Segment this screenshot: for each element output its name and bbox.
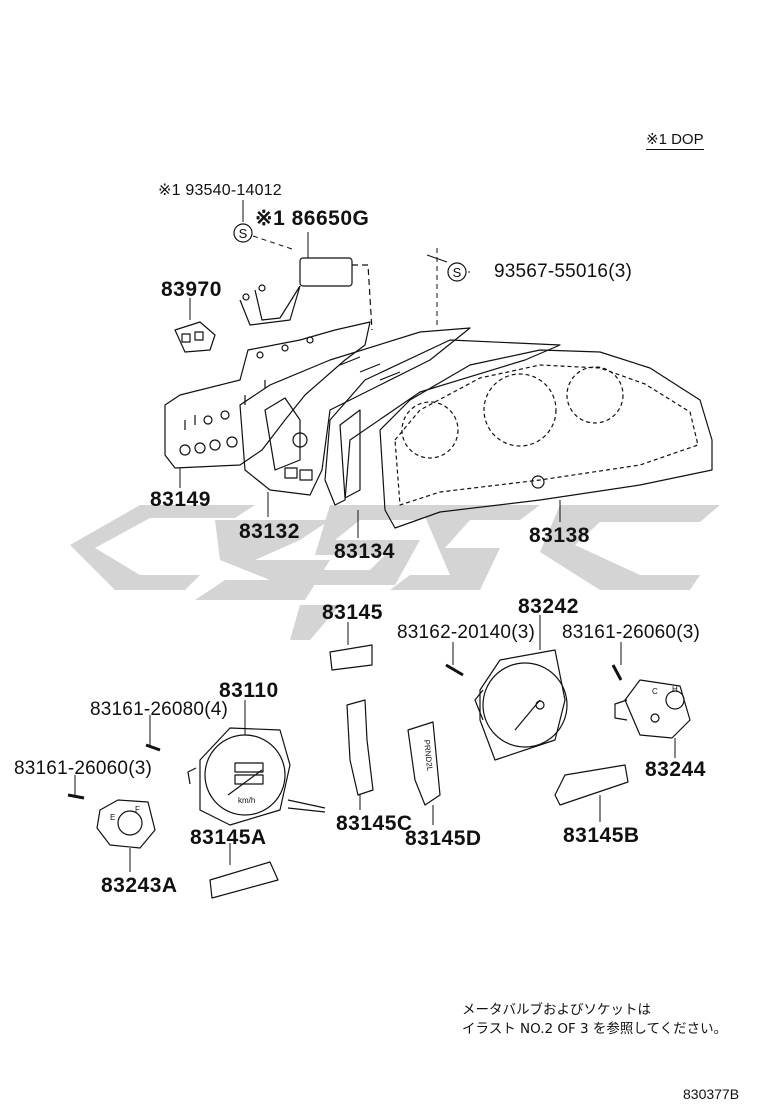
temp-hot-text: H <box>672 685 678 694</box>
gauge-83244 <box>614 679 691 739</box>
shift-indicator-text: PRND2L <box>422 739 434 772</box>
note-line-2: イラスト NO.2 OF 3 を参照してください。 <box>462 1021 728 1037</box>
label-83145a: 83145A <box>190 826 267 849</box>
label-83132: 83132 <box>239 520 300 543</box>
label-83244: 83244 <box>645 758 706 781</box>
circuit-board-83149 <box>164 321 371 469</box>
label-93540-14012: ※1 93540-14012 <box>158 182 282 199</box>
connector-83970 <box>174 321 216 353</box>
label-83110: 83110 <box>219 679 279 702</box>
buzzer-86650g <box>239 257 373 331</box>
speedometer-83110 <box>187 727 326 826</box>
illustration-ref-code: 830377B <box>683 1086 740 1102</box>
label-83161-26060-left: 83161-26060(3) <box>14 758 153 779</box>
tachometer-83242 <box>474 649 568 761</box>
gauge-kmh-text: km/h <box>238 796 255 805</box>
meter-plate-83134 <box>324 339 561 506</box>
gauge-83243a <box>96 799 156 849</box>
label-83145: 83145 <box>322 601 383 624</box>
meter-glass-83138 <box>379 349 713 529</box>
part-83145 <box>329 644 373 671</box>
label-83970: 83970 <box>161 278 222 301</box>
part-83145b <box>554 764 629 806</box>
label-83161-26060-right: 83161-26060(3) <box>562 622 701 643</box>
screw-marker-text: S <box>239 226 248 241</box>
label-93567-55016: 93567-55016(3) <box>494 261 633 282</box>
label-83161-26080: 83161-26080(4) <box>90 699 229 720</box>
label-83138: 83138 <box>529 524 590 547</box>
note-line-1: メータバルブおよびソケットは <box>462 1002 651 1018</box>
screws <box>67 663 623 800</box>
part-83145a <box>209 861 279 899</box>
fuel-full-text: F <box>135 805 140 814</box>
screw-marker-text: S <box>453 265 462 280</box>
fuel-empty-text: E <box>110 813 115 822</box>
part-83145c <box>346 699 374 796</box>
watermark-logo <box>70 505 720 640</box>
label-86650g: ※1 86650G <box>255 207 370 230</box>
label-83162-20140: 83162-20140(3) <box>397 622 536 643</box>
label-83134: 83134 <box>334 540 395 563</box>
meter-bulb-note: メータバルブおよびソケットは イラスト NO.2 OF 3 を参照してください。 <box>462 1001 727 1039</box>
label-83145d: 83145D <box>405 827 482 850</box>
label-83243a: 83243A <box>101 874 178 897</box>
dop-legend: ※1 DOP <box>646 131 704 150</box>
label-83242: 83242 <box>518 595 579 618</box>
label-83149: 83149 <box>150 488 211 511</box>
temp-cold-text: C <box>652 687 658 696</box>
leader-lines <box>74 200 676 872</box>
part-83145d <box>407 721 441 806</box>
label-83145b: 83145B <box>563 824 640 847</box>
screw-marker-93567: S <box>447 262 467 282</box>
screw-marker-86650g: S <box>233 223 253 243</box>
meter-case-83132 <box>239 327 471 496</box>
label-83145c: 83145C <box>336 812 413 835</box>
